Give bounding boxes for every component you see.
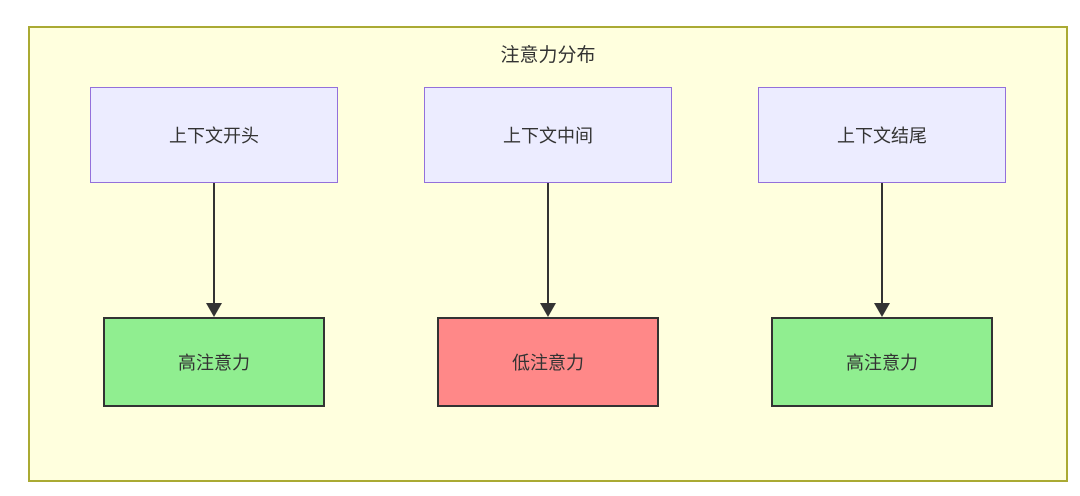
node-context-middle: 上下文中间: [424, 87, 672, 183]
arrow-shaft: [547, 183, 549, 303]
arrowhead-icon: [206, 303, 222, 317]
arrowhead-icon: [540, 303, 556, 317]
arrow-start-to-high: [206, 183, 222, 317]
arrow-shaft: [881, 183, 883, 303]
node-context-end: 上下文结尾: [758, 87, 1006, 183]
arrow-end-to-high: [874, 183, 890, 317]
node-high-attention-right: 高注意力: [771, 317, 993, 407]
arrow-middle-to-low: [540, 183, 556, 317]
node-context-start: 上下文开头: [90, 87, 338, 183]
column-context-middle: 上下文中间 低注意力: [424, 87, 672, 407]
diagram-columns: 上下文开头 高注意力 上下文中间 低注意力 上下文结尾 高注意力: [30, 87, 1066, 407]
arrowhead-icon: [874, 303, 890, 317]
column-context-start: 上下文开头 高注意力: [90, 87, 338, 407]
node-low-attention: 低注意力: [437, 317, 659, 407]
column-context-end: 上下文结尾 高注意力: [758, 87, 1006, 407]
attention-distribution-cluster: 注意力分布 上下文开头 高注意力 上下文中间 低注意力 上下文结尾 高注: [28, 26, 1068, 482]
node-high-attention-left: 高注意力: [103, 317, 325, 407]
arrow-shaft: [213, 183, 215, 303]
cluster-title: 注意力分布: [500, 45, 596, 66]
